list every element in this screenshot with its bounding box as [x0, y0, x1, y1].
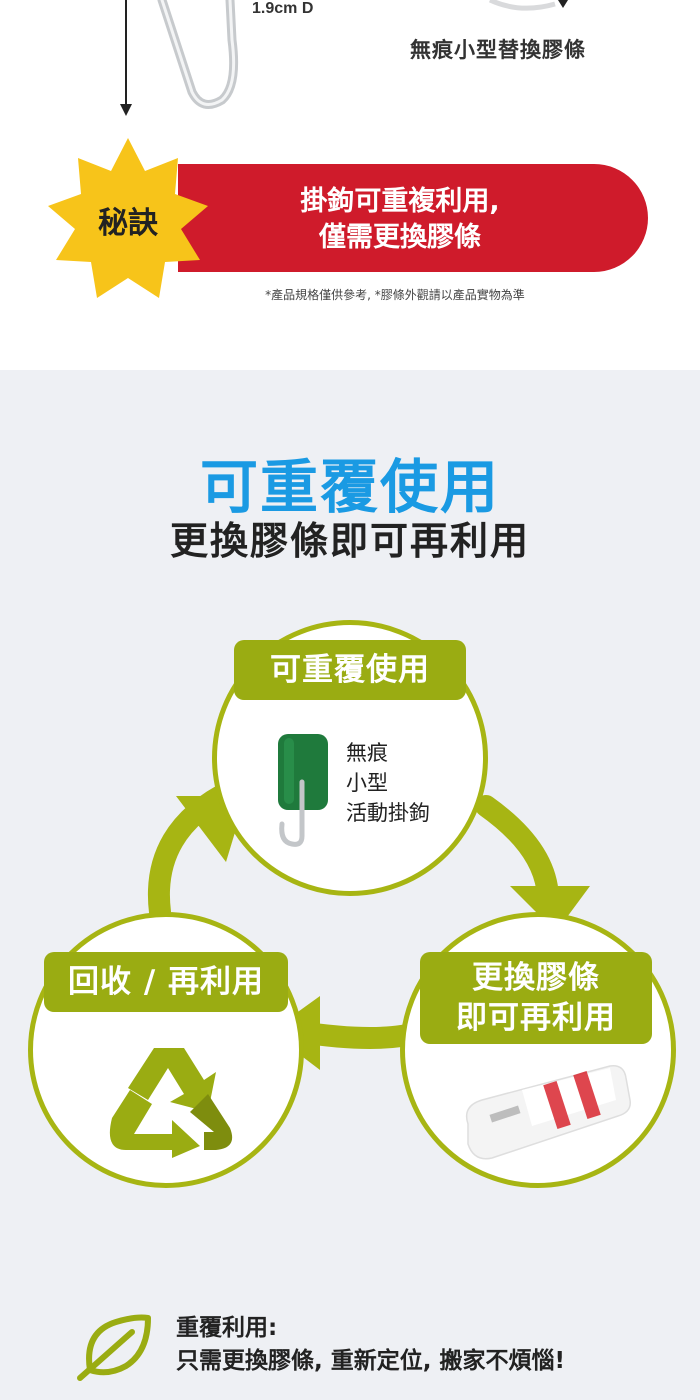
- leaf-icon: [77, 1314, 151, 1381]
- disclaimer-note: *產品規格僅供參考, *膠條外觀請以產品實物為準: [265, 288, 525, 302]
- tip-message-line: 掛鉤可重複利用,: [300, 186, 500, 217]
- strip-edge-icon: [488, 0, 556, 11]
- step-replace-tag-line: 更換膠條: [472, 960, 600, 996]
- arrow-head-icon: [558, 0, 568, 8]
- tip-banner: [178, 164, 648, 272]
- hook-product-line: 活動掛鉤: [346, 801, 430, 825]
- depth-dimension-label: 1.9cm D: [252, 0, 314, 17]
- footer-heading: 重覆利用:: [176, 1315, 278, 1341]
- hook-product-name: 無痕 小型 活動掛鉤: [346, 738, 430, 828]
- hook-dimension-illustration: [120, 0, 239, 116]
- replacement-strip-caption: 無痕小型替換膠條: [410, 38, 586, 62]
- cycle-arrow-right: [475, 795, 559, 911]
- recycle-icon: [109, 1048, 233, 1158]
- tip-starburst-icon: [48, 138, 208, 298]
- green-hook-icon: [278, 734, 328, 847]
- footer-detail: 只需更換膠條, 重新定位, 搬家不煩惱!: [176, 1348, 565, 1374]
- product-dimension-section: 1.9cm D 無痕小型替換膠條 秘訣 掛鉤可重複利用, 僅需更換膠條 *產品規…: [0, 0, 700, 370]
- hook-product-line: 小型: [346, 771, 388, 795]
- step-recycle-tag: 回收 / 再利用: [44, 952, 288, 1012]
- hook-product-line: 無痕: [346, 741, 388, 765]
- arrow-head-icon: [510, 886, 590, 932]
- step-reusable-tag: 可重覆使用: [234, 640, 466, 700]
- reuse-subtitle: 更換膠條即可再利用: [169, 519, 530, 563]
- reuse-footer-message: 重覆利用: 只需更換膠條, 重新定位, 搬家不煩惱!: [176, 1312, 565, 1378]
- step-replace-tag-line: 即可再利用: [456, 1000, 616, 1036]
- tip-badge-label: 秘訣: [98, 206, 158, 241]
- hook-wire-icon: [157, 0, 239, 109]
- adhesive-strip-icon: [465, 1065, 631, 1160]
- tip-message-line: 僅需更換膠條: [319, 222, 481, 253]
- reuse-title: 可重覆使用: [199, 453, 500, 521]
- arrow-head-icon: [120, 104, 132, 116]
- tip-message: 掛鉤可重複利用, 僅需更換膠條: [190, 184, 610, 256]
- step-replace-tag: 更換膠條 即可再利用: [420, 952, 652, 1044]
- replacement-strip-illustration: [488, 0, 568, 11]
